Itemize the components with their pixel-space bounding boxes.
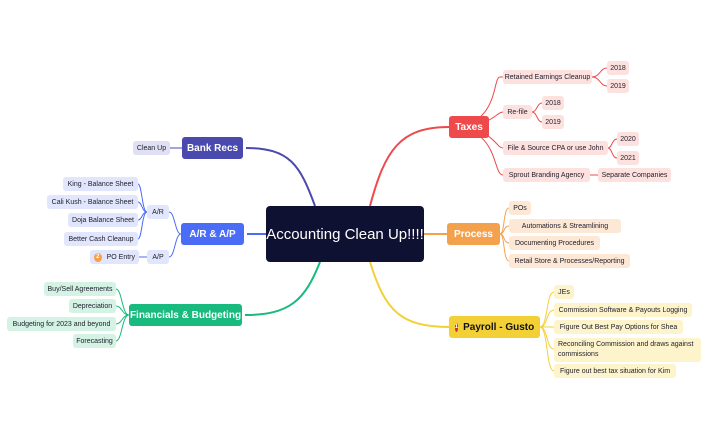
sprout-branding-node[interactable]: Sprout Branding Agency (503, 168, 590, 182)
payroll-item[interactable]: Figure out best tax situation for Kim (554, 364, 676, 378)
payroll-label: Payroll - Gusto (463, 321, 535, 333)
process-node[interactable]: Process (447, 223, 500, 245)
retained-2018-node[interactable]: 2018 (607, 61, 629, 75)
taxes-label: Taxes (455, 121, 483, 133)
process-item[interactable]: POs (509, 201, 531, 215)
file-2020-node[interactable]: 2020 (617, 132, 639, 146)
financials-item[interactable]: Forecasting (73, 334, 116, 348)
payroll-node[interactable]: 1 Payroll - Gusto (449, 316, 540, 338)
retained-earnings-node[interactable]: Retained Earnings Cleanup (503, 70, 592, 84)
payroll-item[interactable]: Commission Software & Payouts Logging (554, 303, 692, 317)
process-item[interactable]: Documenting Procedures (509, 236, 600, 250)
ar-item[interactable]: Cali Kush - Balance Sheet (47, 195, 138, 209)
central-topic[interactable]: Accounting Clean Up!!!! (266, 206, 424, 262)
file-source-cpa-node[interactable]: File & Source CPA or use John (503, 141, 608, 155)
ar-ap-label: A/R & A/P (189, 228, 236, 240)
po-entry-node[interactable]: 2 PO Entry (90, 250, 139, 264)
process-item[interactable]: Automations & Streamlining (509, 219, 621, 233)
financials-node[interactable]: Financials & Budgeting (129, 304, 242, 326)
clean-up-node[interactable]: Clean Up (133, 141, 170, 155)
priority-1-icon: 1 (454, 322, 459, 332)
file-2021-node[interactable]: 2021 (617, 151, 639, 165)
po-entry-label: PO Entry (106, 253, 135, 261)
financials-item[interactable]: Depreciation (69, 299, 116, 313)
bank-recs-label: Bank Recs (186, 142, 239, 154)
process-label: Process (454, 228, 493, 240)
central-title: Accounting Clean Up!!!! (266, 225, 424, 243)
payroll-item[interactable]: Reconciling Commission and draws against… (554, 338, 701, 362)
ar-item[interactable]: Better Cash Cleanup (64, 232, 138, 246)
retained-2019-node[interactable]: 2019 (607, 79, 629, 93)
financials-label: Financials & Budgeting (129, 309, 242, 321)
financials-item[interactable]: Buy/Sell Agreements (44, 282, 116, 296)
refile-node[interactable]: Re-file (503, 105, 532, 119)
process-item[interactable]: Retail Store & Processes/Reporting (509, 254, 630, 268)
ap-node[interactable]: A/P (147, 250, 169, 264)
priority-2-icon: 2 (94, 252, 102, 262)
financials-item[interactable]: Budgeting for 2023 and beyond (7, 317, 116, 331)
refile-2019-node[interactable]: 2019 (542, 115, 564, 129)
payroll-item[interactable]: Figure Out Best Pay Options for Shea (554, 320, 683, 334)
ar-node[interactable]: A/R (147, 205, 169, 219)
payroll-item[interactable]: JEs (554, 285, 574, 299)
ar-ap-node[interactable]: A/R & A/P (181, 223, 244, 245)
taxes-node[interactable]: Taxes (449, 116, 489, 138)
refile-2018-node[interactable]: 2018 (542, 96, 564, 110)
bank-recs-node[interactable]: Bank Recs (182, 137, 243, 159)
ar-item[interactable]: King - Balance Sheet (63, 177, 138, 191)
separate-companies-node[interactable]: Separate Companies (598, 168, 671, 182)
ar-item[interactable]: Doja Balance Sheet (68, 213, 138, 227)
